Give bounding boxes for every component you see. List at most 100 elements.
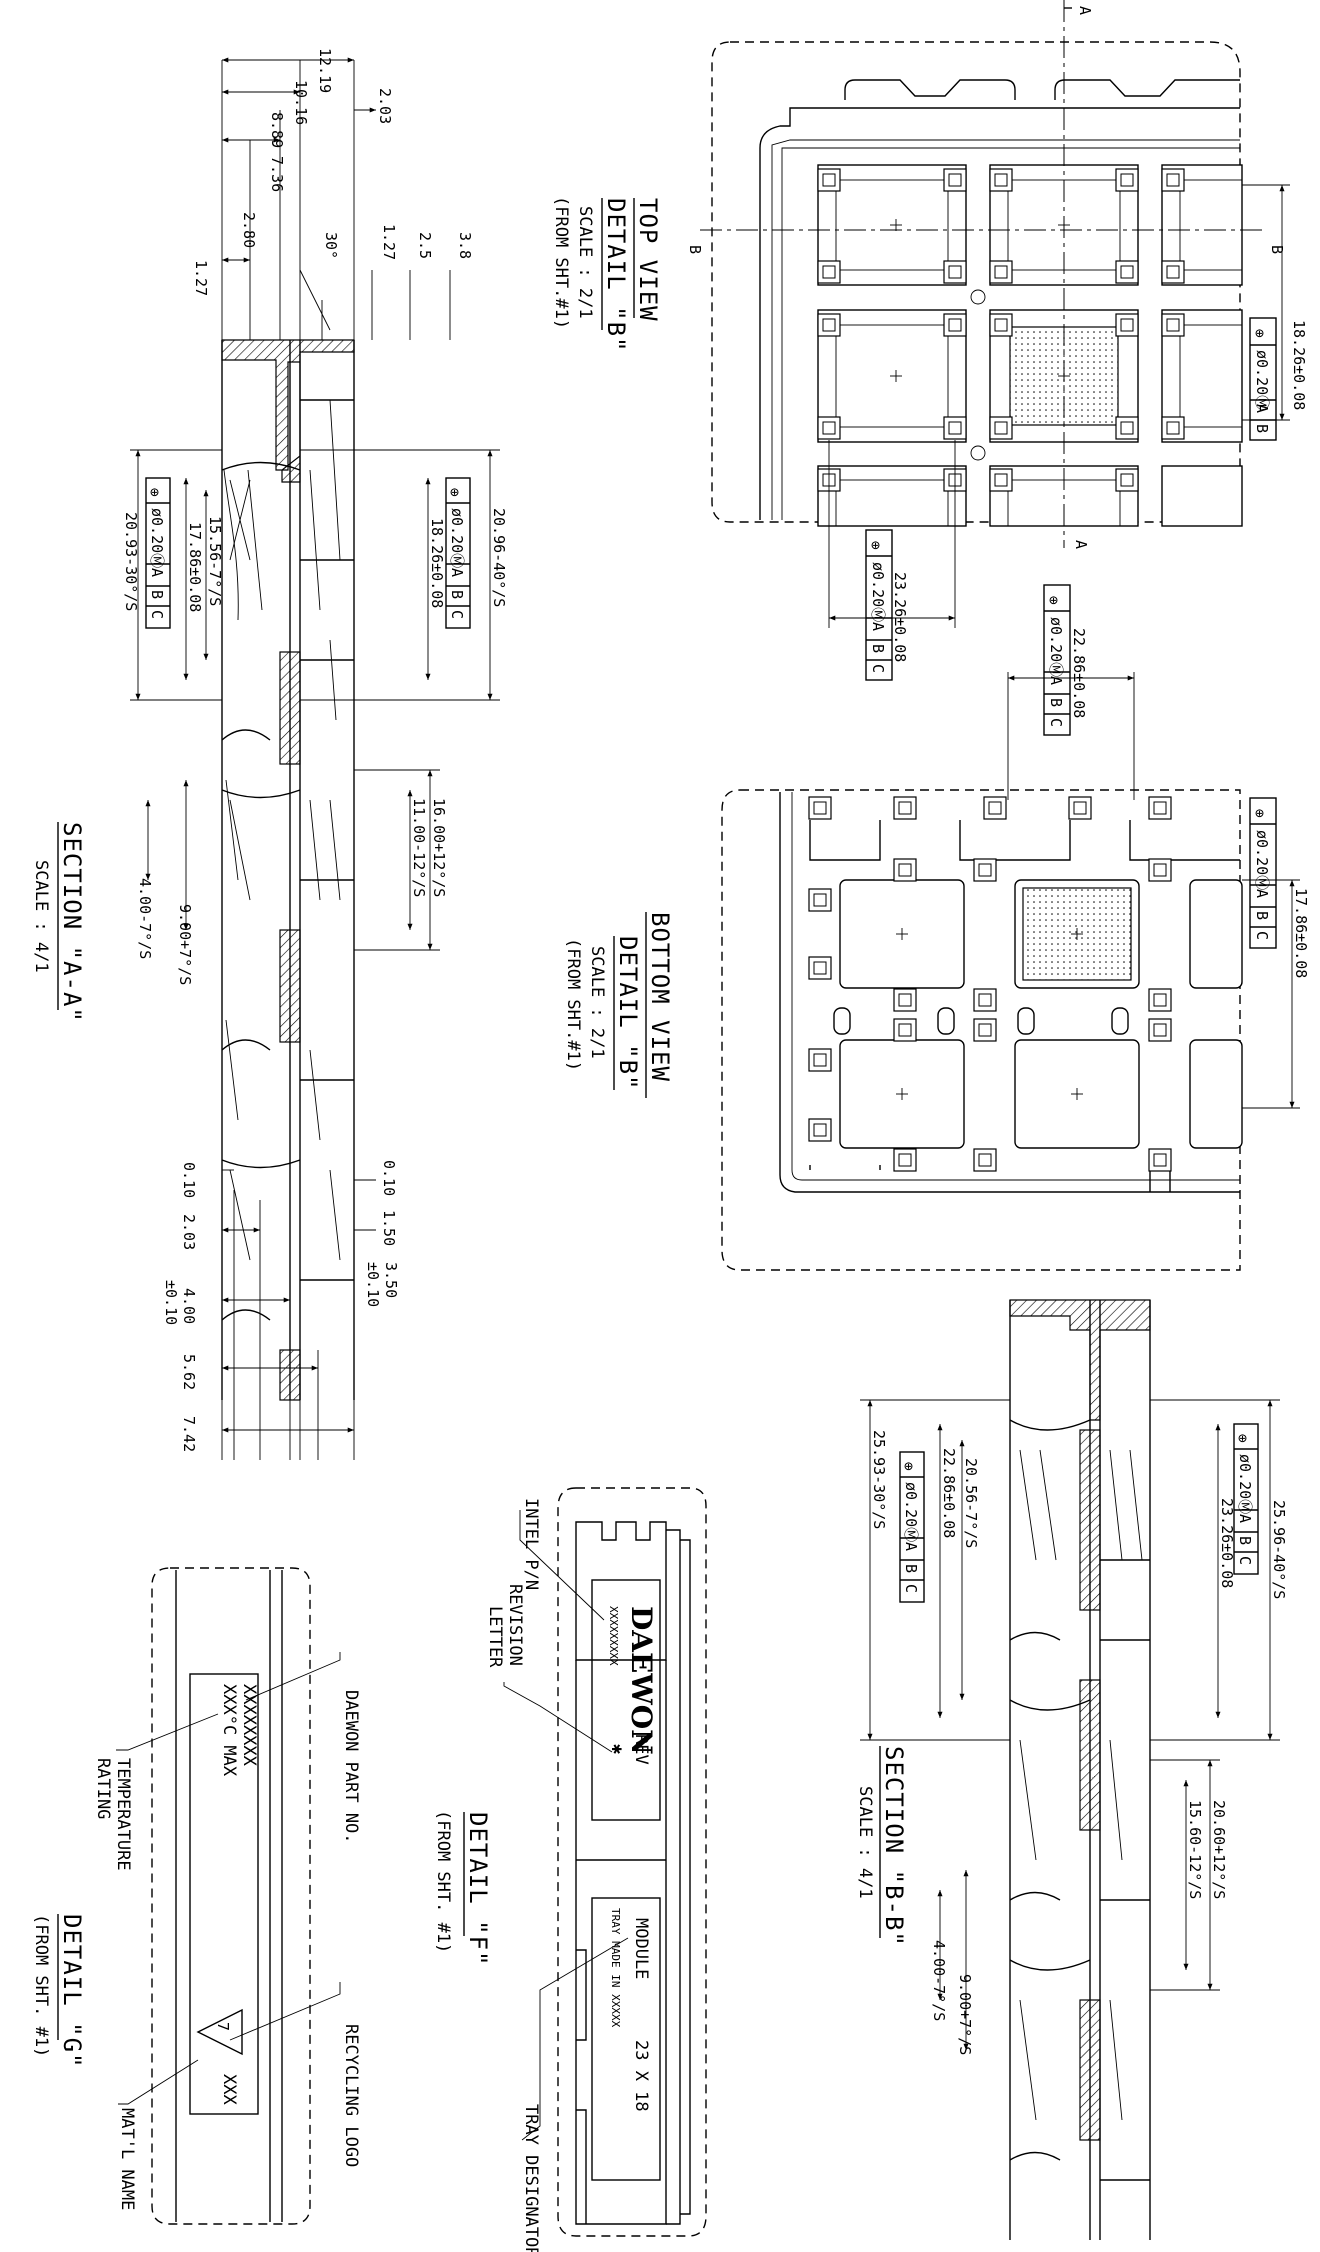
detail-g-temp: XXX°C MAX (219, 1684, 239, 1777)
svg-text:17.86±0.08: 17.86±0.08 (186, 522, 204, 612)
svg-text:1.27: 1.27 (192, 260, 210, 296)
title-top-view: TOP VIEW DETAIL "B" SCALE : 2/1 (FROM SH… (551, 196, 662, 353)
detail-f: DAEWON XXXXXXXXX REV ✱ MODULE 23 X 18 TR… (433, 1487, 707, 2252)
svg-text:⊕: ⊕ (904, 1457, 913, 1475)
svg-text:4.00-7°/S: 4.00-7°/S (136, 878, 154, 959)
svg-text:(FROM SHT.#1): (FROM SHT.#1) (551, 196, 571, 329)
section-marker-b-right: B (1268, 245, 1286, 254)
fcf-middle: ⊕ ø0.20Ⓜ A B C (1043, 584, 1071, 736)
svg-text:±0.10: ±0.10 (364, 1262, 382, 1307)
svg-text:(FROM SHT. #1): (FROM SHT. #1) (31, 1914, 51, 2057)
callout-temperature-rating: RATING (93, 1758, 113, 1819)
callout-revision: REVISION (505, 1584, 525, 1666)
detail-f-rev-mark: ✱ (607, 1744, 627, 1754)
svg-text:1.27: 1.27 (380, 224, 398, 260)
section-aa: 12.19 10.16 8.89 7.36 2.03 2.80 1.27 30°… (31, 48, 508, 1460)
svg-text:A: A (1253, 404, 1271, 413)
svg-text:TOP VIEW: TOP VIEW (634, 198, 662, 322)
svg-text:7.42: 7.42 (180, 1416, 198, 1452)
svg-text:DETAIL "B": DETAIL "B" (602, 198, 630, 353)
svg-text:2.03: 2.03 (376, 88, 394, 124)
section-marker-a-top: A (1076, 6, 1094, 15)
svg-text:ø0.20Ⓜ: ø0.20Ⓜ (1253, 350, 1271, 410)
svg-text:8.89: 8.89 (268, 112, 286, 148)
svg-text:⊕: ⊕ (1238, 1429, 1247, 1447)
svg-text:30°: 30° (322, 232, 340, 259)
dim-top-23-26: 23.26±0.08 (891, 572, 909, 662)
svg-text:1.50: 1.50 (380, 1210, 398, 1246)
svg-text:12.19: 12.19 (316, 48, 334, 93)
svg-text:C: C (1253, 931, 1271, 940)
svg-text:9.00+7°/S: 9.00+7°/S (956, 1974, 974, 2055)
svg-text:DETAIL "G": DETAIL "G" (58, 1914, 86, 2069)
svg-text:SCALE : 4/1: SCALE : 4/1 (31, 860, 51, 973)
svg-text:20.93-30°/S: 20.93-30°/S (122, 512, 140, 611)
callout-revision-letter: LETTER (485, 1606, 505, 1668)
svg-text:15.56-7°/S: 15.56-7°/S (206, 516, 224, 606)
svg-text:B: B (1253, 424, 1271, 433)
svg-text:B: B (902, 1564, 920, 1573)
svg-text:20.60+12°/S: 20.60+12°/S (1210, 1800, 1228, 1899)
svg-text:ø0.20Ⓜ: ø0.20Ⓜ (869, 562, 887, 622)
svg-text:25.93-30°/S: 25.93-30°/S (870, 1430, 888, 1529)
fcf-aa-2: ⊕ ø0.20Ⓜ A B C (145, 477, 171, 629)
bottom-view-detail: 17.86±0.08 (721, 789, 1310, 1271)
svg-text:2.80: 2.80 (240, 212, 258, 248)
svg-text:B: B (1236, 1536, 1254, 1545)
svg-text:DETAIL "B": DETAIL "B" (614, 936, 642, 1091)
dim-top-18-26: 18.26±0.08 (1290, 320, 1308, 410)
callout-matl-name: MAT'L NAME (117, 2108, 137, 2210)
svg-text:4.00-7°/S: 4.00-7°/S (930, 1940, 948, 2021)
svg-text:25.96-40°/S: 25.96-40°/S (1270, 1500, 1288, 1599)
svg-text:ø0.20Ⓜ: ø0.20Ⓜ (1253, 830, 1271, 890)
svg-text:2.03: 2.03 (180, 1214, 198, 1250)
svg-text:⊕: ⊕ (1255, 804, 1264, 822)
svg-text:⊕: ⊕ (1049, 591, 1058, 609)
section-marker-b-left: B (686, 245, 704, 254)
dim-bottom-17-86: 17.86±0.08 (1292, 888, 1310, 978)
detail-f-made-in: TRAY MADE IN XXXXX (609, 1908, 622, 2028)
detail-g-recycle-number: 7 (214, 2022, 232, 2031)
svg-text:±0.10: ±0.10 (162, 1280, 180, 1325)
svg-text:C: C (148, 610, 166, 619)
svg-text:16.00+12°/S: 16.00+12°/S (430, 798, 448, 897)
svg-text:18.26±0.08: 18.26±0.08 (428, 518, 446, 608)
top-view-detail: A A B B 18.26±0.08 23.26±0.08 (686, 0, 1308, 662)
svg-text:B: B (869, 644, 887, 653)
detail-f-module: MODULE (631, 1918, 651, 1979)
svg-text:2.5: 2.5 (416, 232, 434, 259)
svg-text:20.56-7°/S: 20.56-7°/S (962, 1458, 980, 1548)
svg-text:SECTION "B-B": SECTION "B-B" (880, 1746, 908, 1947)
svg-text:A: A (1253, 889, 1271, 898)
svg-text:3.8: 3.8 (456, 232, 474, 259)
svg-text:B: B (148, 590, 166, 599)
svg-text:(FROM SHT.#1): (FROM SHT.#1) (563, 938, 583, 1071)
fcf-bb-2: ⊕ ø0.20Ⓜ A B C (899, 1451, 925, 1603)
svg-text:11.00-12°/S: 11.00-12°/S (410, 798, 428, 897)
svg-text:ø0.20Ⓜ: ø0.20Ⓜ (1047, 617, 1065, 677)
detail-f-rev: REV (631, 1734, 651, 1765)
svg-text:SECTION "A-A": SECTION "A-A" (58, 822, 86, 1023)
svg-text:C: C (1047, 718, 1065, 727)
detail-g-part: XXXXXXXX (239, 1684, 259, 1767)
svg-text:C: C (1236, 1556, 1254, 1565)
detail-g: XXXXXXXX XXX°C MAX 7 XXX DAEWON PART NO.… (31, 1567, 361, 2225)
svg-text:DETAIL "F": DETAIL "F" (464, 1812, 492, 1967)
svg-text:SCALE : 2/1: SCALE : 2/1 (587, 946, 607, 1059)
svg-text:⊕: ⊕ (150, 483, 159, 501)
svg-text:BOTTOM VIEW: BOTTOM VIEW (646, 912, 674, 1082)
svg-text:A: A (869, 622, 887, 631)
svg-text:0.10: 0.10 (380, 1160, 398, 1196)
svg-text:23.26±0.08: 23.26±0.08 (1218, 1498, 1236, 1588)
svg-text:3.50: 3.50 (382, 1262, 400, 1298)
svg-text:ø0.20Ⓜ: ø0.20Ⓜ (902, 1482, 920, 1542)
fcf-aa-1: ⊕ ø0.20Ⓜ A B C (445, 477, 471, 629)
svg-text:SCALE : 4/1: SCALE : 4/1 (855, 1786, 875, 1899)
svg-text:22.86±0.08: 22.86±0.08 (940, 1448, 958, 1538)
detail-f-size: 23 X 18 (631, 2040, 651, 2112)
fcf-top-bottom: ⊕ ø0.20Ⓜ A B C (865, 529, 893, 681)
svg-text:C: C (902, 1584, 920, 1593)
detail-g-mat: XXX (219, 2074, 239, 2105)
svg-text:A: A (448, 568, 466, 577)
